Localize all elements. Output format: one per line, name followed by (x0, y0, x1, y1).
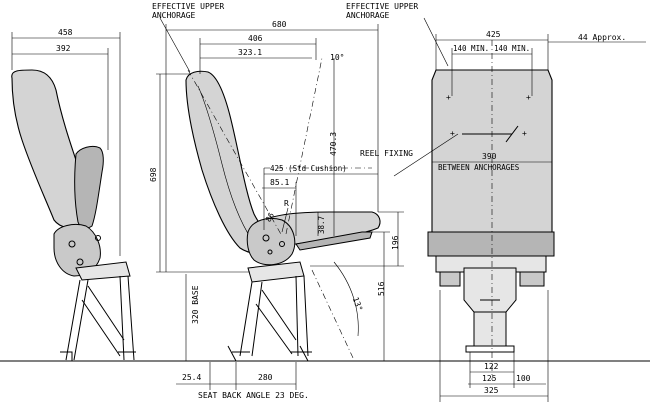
dim-196: 196 (391, 235, 400, 250)
dim-125: 125 (482, 374, 497, 383)
dim-140-left: 140 MIN. (453, 44, 489, 53)
dim-390: 390 (482, 152, 497, 161)
side-elevation-view: 680 406 323.1 10° 698 470.3 425 (Std Cus… (149, 2, 404, 400)
dim-406: 406 (248, 34, 263, 43)
folded-seat-back (11, 69, 85, 229)
dim-516: 516 (377, 281, 386, 296)
dim-140-right: 140 MIN. (494, 44, 530, 53)
front-seat-cushion (427, 231, 555, 257)
dim-44-approx: 44 Approx. (578, 33, 626, 42)
dim-698: 698 (149, 167, 158, 182)
effective-upper-anchorage-left: EFFECTIVE UPPER (152, 2, 224, 11)
pedestal (463, 267, 517, 347)
dim-470: 470.3 (329, 132, 338, 156)
folded-seat-bracket (53, 223, 101, 277)
dim-radius: R (284, 199, 289, 208)
effective-upper-anchorage-right: EFFECTIVE UPPER (346, 2, 418, 11)
dim-25: 25.4 (182, 373, 201, 382)
svg-text:ANCHORAGE: ANCHORAGE (346, 11, 390, 20)
dim-325: 325 (484, 386, 499, 395)
dim-425-std-cushion: 425 (Std Cushion) (270, 164, 347, 173)
dim-320-base: 320 BASE (191, 285, 200, 324)
folded-seat-view: 458 392 (11, 28, 136, 361)
svg-text:+: + (522, 129, 527, 138)
front-elevation-view: + + + + REEL FIXING 390 BETWEEN ANCHORAG… (346, 2, 646, 402)
pivot-bracket (246, 218, 296, 266)
dim-323: 323.1 (238, 48, 262, 57)
dim-38: 38.7 (317, 216, 326, 234)
svg-text:+: + (446, 93, 451, 102)
dim-122: 122 (484, 362, 499, 371)
seat-back-angle: SEAT BACK ANGLE 23 DEG. (198, 391, 309, 400)
dim-10deg: 10° (330, 53, 344, 62)
reel-fixing-label: REEL FIXING (360, 149, 413, 158)
svg-text:+: + (526, 93, 531, 102)
svg-text:+: + (450, 129, 455, 138)
between-anchorages-label: BETWEEN ANCHORAGES (438, 163, 520, 172)
dim-680: 680 (272, 20, 287, 29)
dim-100: 100 (516, 374, 531, 383)
dim-425-width: 425 (486, 30, 501, 39)
folded-seat-cushion (74, 145, 104, 229)
dim-280: 280 (258, 373, 273, 382)
dim-85: 85.1 (270, 178, 289, 187)
svg-text:ANCHORAGE: ANCHORAGE (152, 11, 196, 20)
dim-13deg: 13° (351, 296, 364, 313)
dim-458: 458 (58, 28, 73, 37)
dim-392: 392 (56, 44, 71, 53)
